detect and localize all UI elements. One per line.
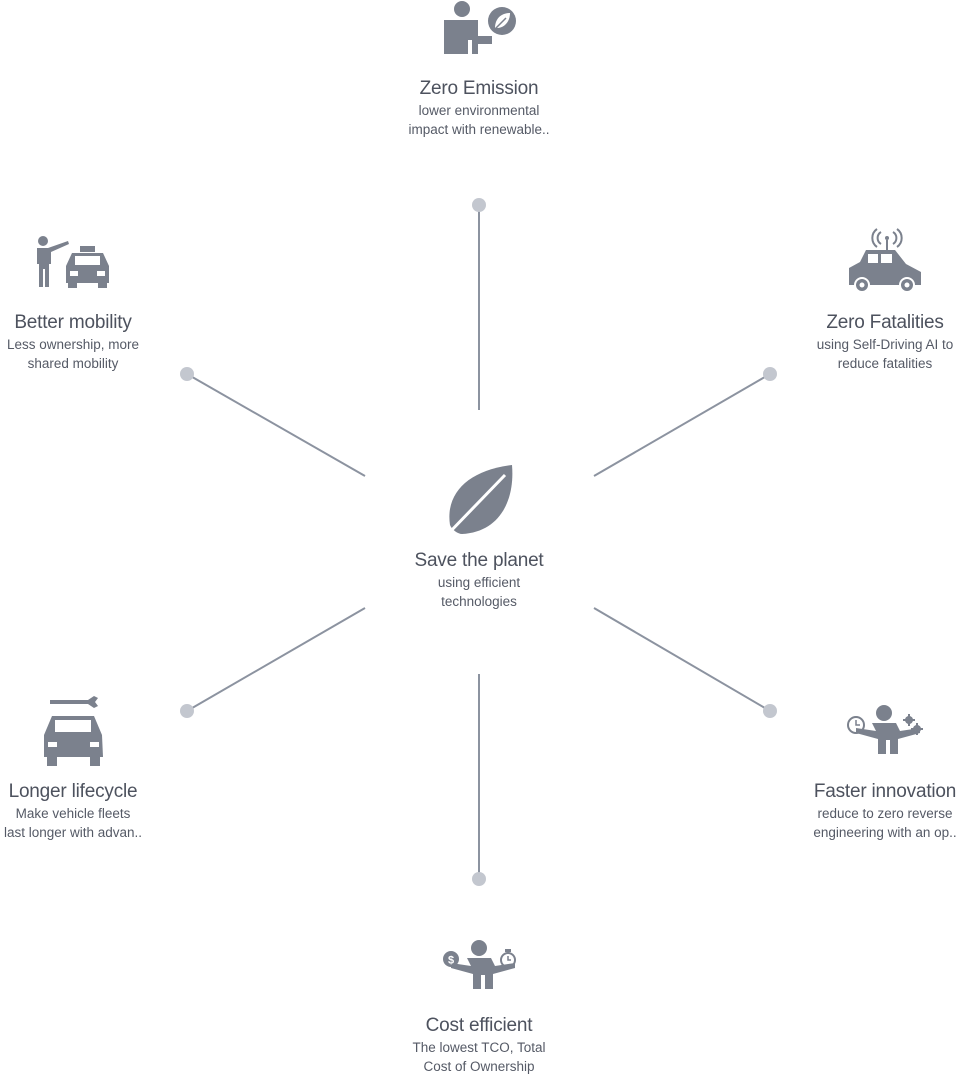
node-title: Cost efficient <box>425 1015 533 1036</box>
node-desc-line1: Make vehicle fleets <box>15 806 131 821</box>
node-zero-emission: Zero Emission lower environmental impact… <box>379 77 579 139</box>
node-title: Faster innovation <box>813 781 957 802</box>
node-faster-innovation: Faster innovation reduce to zero reverse… <box>800 780 961 842</box>
center-desc-line1: using efficient <box>437 575 521 590</box>
dot-bottom-left <box>180 704 194 718</box>
connector-bottom-left <box>186 607 366 712</box>
dot-top-right <box>763 367 777 381</box>
leaf-icon <box>445 465 513 537</box>
node-desc-line2: Cost of Ownership <box>423 1059 535 1074</box>
center-title: Save the planet <box>414 550 544 571</box>
connector-bottom-right <box>593 607 771 712</box>
person-taxi-icon <box>37 236 109 288</box>
connector-top-left <box>186 373 366 477</box>
node-zero-fatalities: Zero Fatalities using Self-Driving AI to… <box>800 311 961 373</box>
node-desc-line2: last longer with advan.. <box>3 825 143 840</box>
node-desc-line1: Less ownership, more <box>6 337 140 352</box>
center-node: Save the planet using efficient technolo… <box>379 549 579 611</box>
node-title: Longer lifecycle <box>8 781 138 802</box>
node-title: Better mobility <box>14 312 132 333</box>
node-longer-lifecycle: Longer lifecycle Make vehicle fleets las… <box>0 780 158 842</box>
person-clock-gears-icon <box>847 705 923 754</box>
connected-car-icon <box>849 228 921 293</box>
person-dollar-timer-icon: $ <box>443 940 516 989</box>
node-desc-line1: reduce to zero reverse <box>817 806 953 821</box>
node-better-mobility: Better mobility Less ownership, more sha… <box>0 311 158 373</box>
dot-top-left <box>180 367 194 381</box>
node-cost-efficient: Cost efficient The lowest TCO, Total Cos… <box>379 1014 579 1076</box>
node-desc-line2: reduce fatalities <box>837 356 933 371</box>
svg-text:$: $ <box>448 955 454 967</box>
node-desc-line2: shared mobility <box>27 356 119 371</box>
connector-top-right <box>593 373 771 477</box>
node-title: Zero Emission <box>419 78 539 99</box>
person-leaf-icon <box>444 1 516 54</box>
car-wrench-icon <box>44 696 103 766</box>
node-desc-line2: engineering with an op.. <box>813 825 957 840</box>
node-desc-line1: lower environmental <box>418 103 540 118</box>
center-desc-line2: technologies <box>441 594 517 609</box>
node-title: Zero Fatalities <box>826 312 944 333</box>
dot-top <box>472 198 486 212</box>
node-desc-line1: using Self-Driving AI to <box>816 337 954 352</box>
node-desc-line1: The lowest TCO, Total <box>412 1040 546 1055</box>
dot-bottom <box>472 872 486 886</box>
node-desc-line2: impact with renewable.. <box>408 122 550 137</box>
dot-bottom-right <box>763 704 777 718</box>
